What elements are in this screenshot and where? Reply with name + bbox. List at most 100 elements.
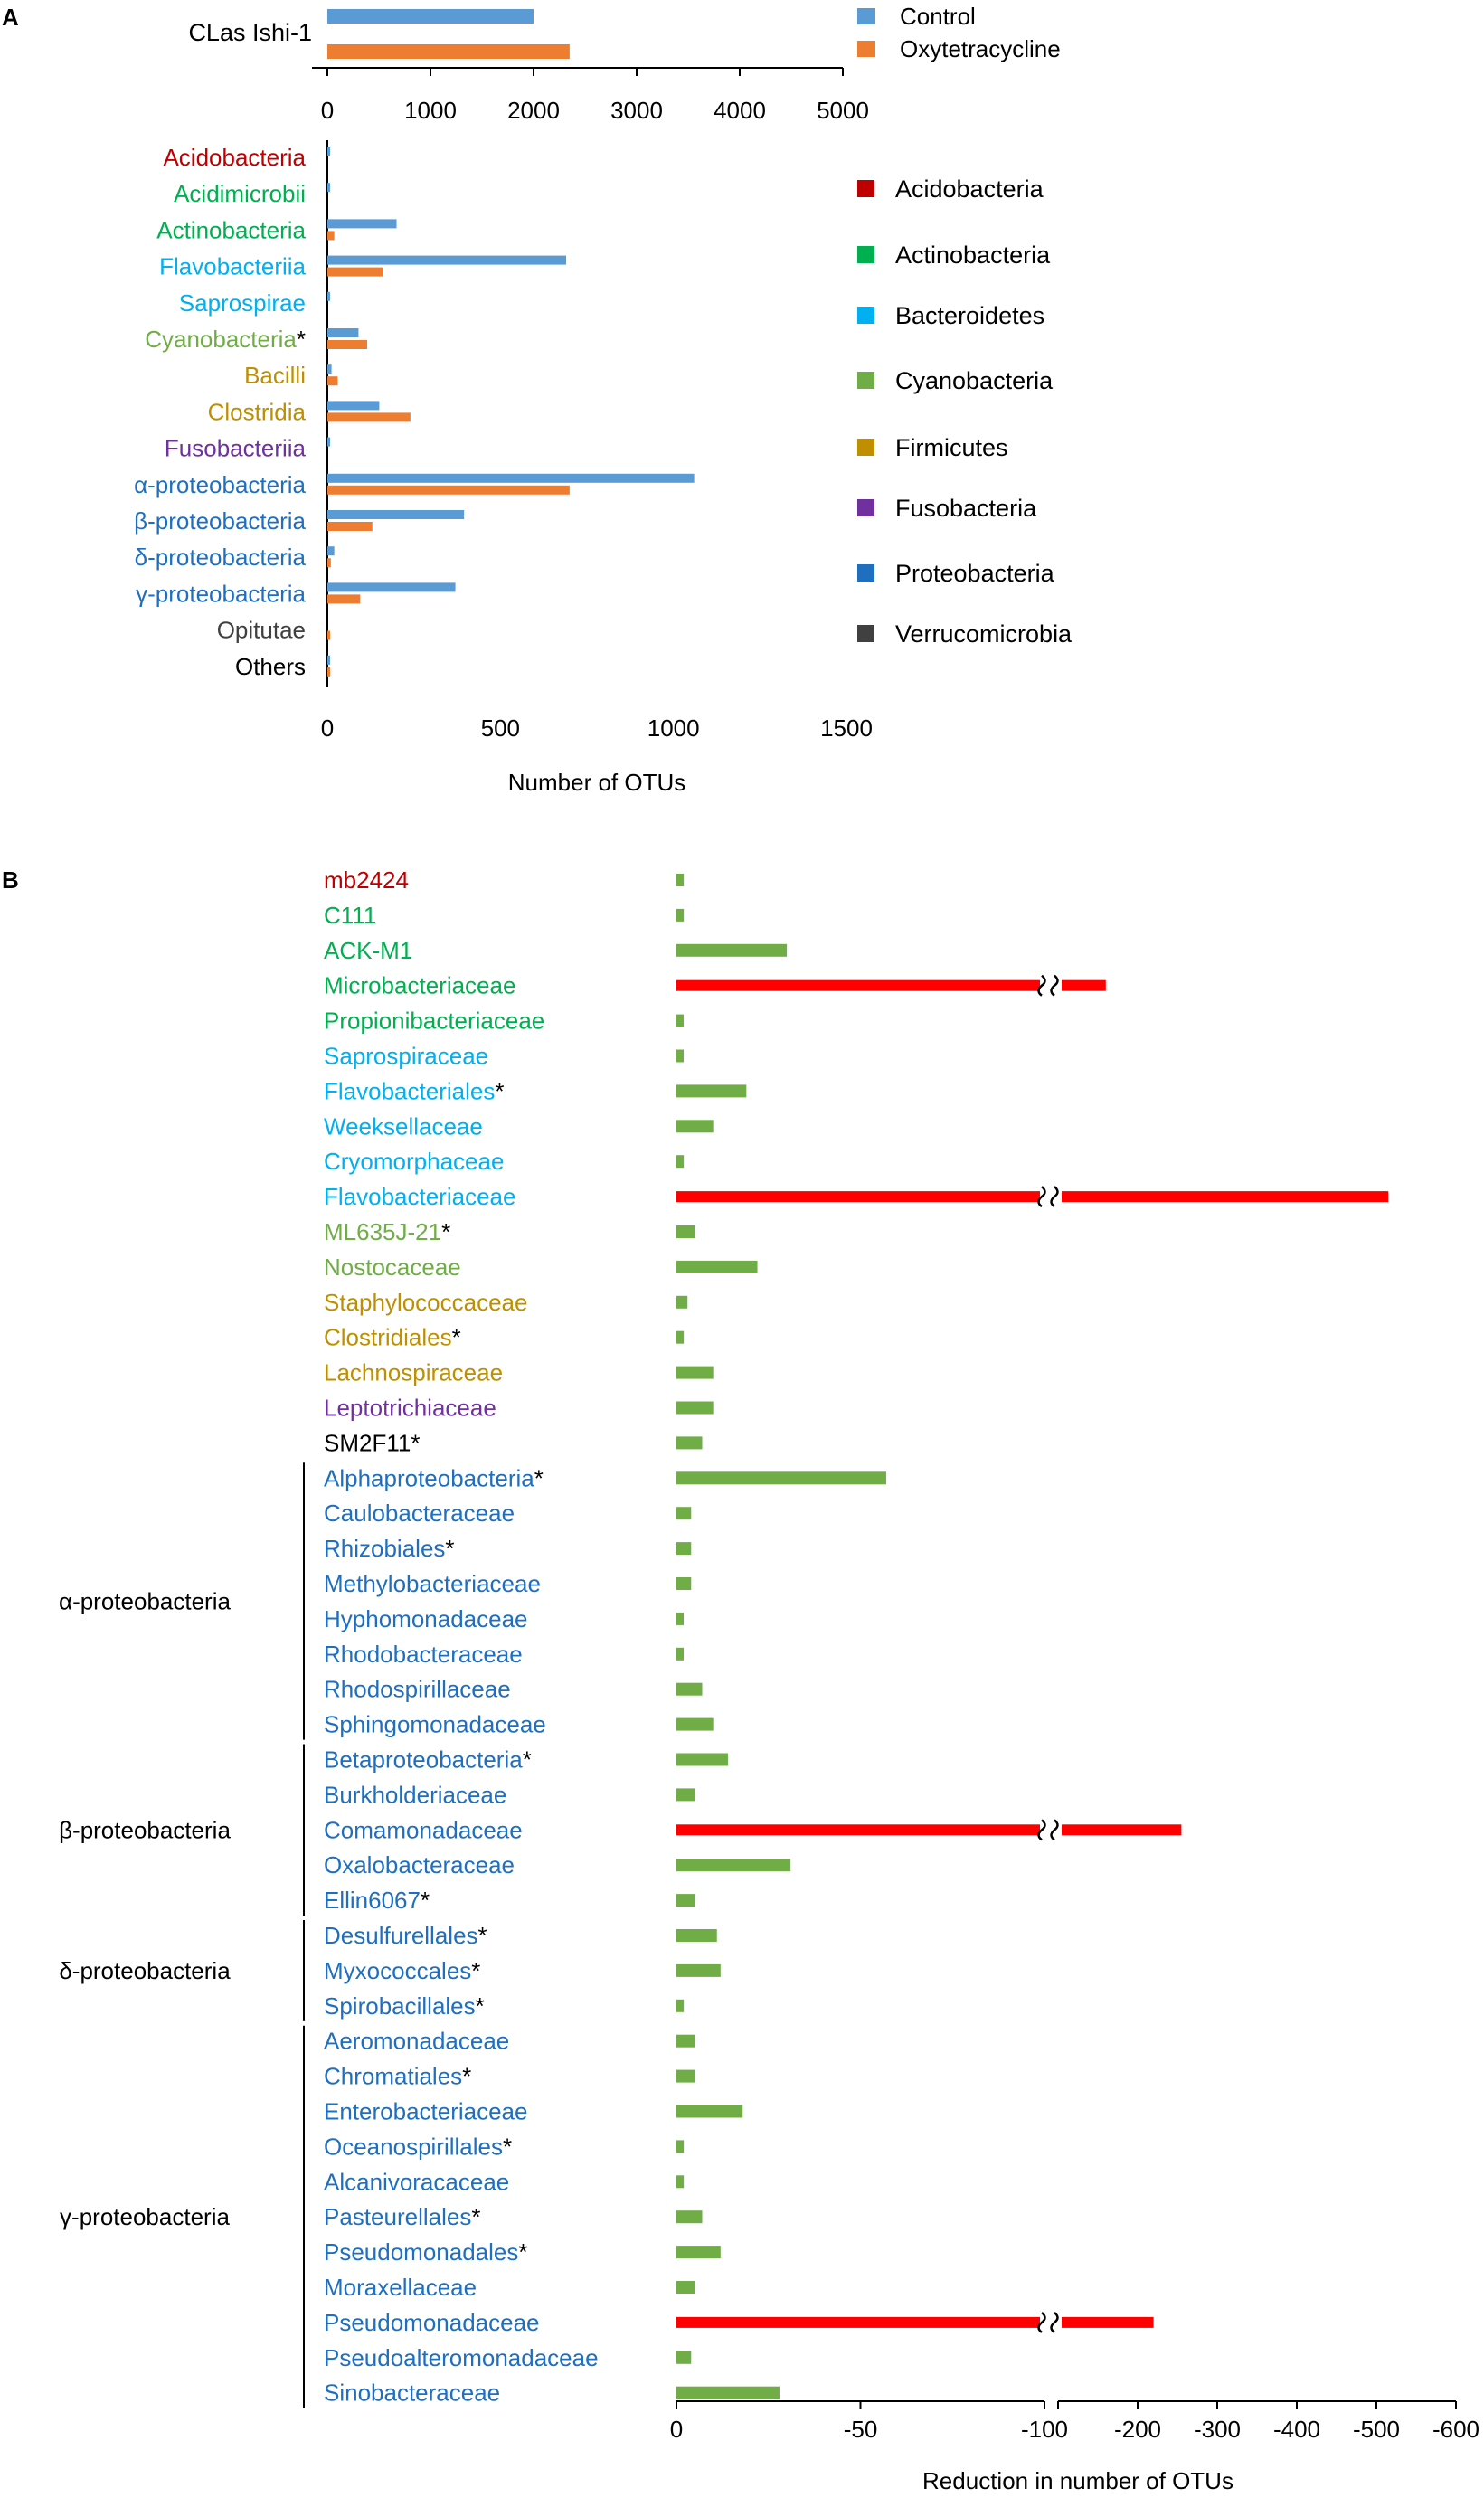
bar-increase — [676, 2140, 685, 2153]
category-label: Flavobacteriia — [159, 253, 306, 280]
bar-increase — [676, 1366, 714, 1379]
category-label: Hyphomonadaceae — [324, 1605, 528, 1632]
tick-label: -300 — [1194, 2416, 1241, 2443]
legend-label: Acidobacteria — [895, 175, 1044, 203]
bar-oxytetracycline — [327, 412, 411, 422]
category-label: Flavobacteriaceae — [324, 1183, 515, 1210]
bar-increase — [676, 1647, 684, 1661]
category-label: Clostridia — [208, 398, 307, 425]
category-label: Fusobacteriia — [165, 435, 307, 462]
category-label: α-proteobacteria — [134, 471, 306, 498]
bar-increase — [676, 1225, 695, 1238]
bar-increase — [676, 1999, 685, 2012]
tick-label: -200 — [1114, 2416, 1161, 2443]
category-label: Spirobacillales* — [324, 1992, 485, 2020]
category-label: Burkholderiaceae — [324, 1781, 506, 1808]
bar-increase — [676, 874, 685, 886]
category-label: Propionibacteriaceae — [324, 1008, 544, 1035]
bar-increase — [676, 1084, 747, 1098]
category-label: Methylobacteriaceae — [324, 1570, 541, 1597]
bar-oxytetracycline — [327, 231, 335, 241]
category-label: Alphaproteobacteria* — [324, 1464, 544, 1491]
category-label: Lachnospiraceae — [324, 1359, 503, 1386]
category-label: Nostocaceae — [324, 1254, 461, 1281]
axis-break-mark — [1037, 1819, 1046, 1841]
category-label: Pasteurellales* — [324, 2203, 480, 2230]
category-label: Comamonadaceae — [324, 1816, 523, 1843]
bar-increase — [676, 2034, 695, 2048]
group-label: γ-proteobacteria — [60, 2203, 230, 2230]
bar-oxytetracycline — [327, 667, 330, 677]
category-label: Myxococcales* — [324, 1957, 480, 1984]
bar-increase — [676, 1401, 714, 1415]
bar-increase — [676, 1788, 695, 1802]
bar-increase — [676, 2281, 695, 2294]
category-label: Betaproteobacteria* — [324, 1746, 532, 1774]
bar-increase — [676, 1577, 692, 1590]
category-label: Flavobacteriales* — [324, 1077, 504, 1104]
legend-swatch — [857, 307, 874, 324]
bar-control — [327, 473, 695, 483]
bar-increase — [676, 1330, 685, 1344]
category-label: Aeromonadaceae — [324, 2028, 509, 2055]
category-label: Cyanobacteria* — [145, 326, 306, 353]
axis-break-mark — [1050, 974, 1059, 997]
group-label: δ-proteobacteria — [59, 1957, 231, 1984]
group-label: β-proteobacteria — [59, 1816, 231, 1843]
category-label: Others — [235, 653, 306, 680]
tick-label: -400 — [1273, 2416, 1320, 2443]
bar-increase — [676, 1436, 703, 1450]
category-label: mb2424 — [324, 866, 409, 894]
category-label: β-proteobacteria — [134, 507, 306, 535]
axis-break-mark — [1050, 1186, 1059, 1208]
bar-increase — [676, 2386, 780, 2399]
category-label: Clostridiales* — [324, 1324, 461, 1351]
category-label: Alcanivoracaceae — [324, 2168, 509, 2195]
category-label: Weeksellaceae — [324, 1112, 483, 1140]
category-label: Oceanospirillales* — [324, 2133, 512, 2160]
bar-increase — [676, 1471, 886, 1485]
tick-label: 1500 — [820, 714, 873, 742]
bar-control — [327, 655, 330, 665]
legend-label: Verrucomicrobia — [895, 620, 1073, 648]
bar-decrease — [676, 979, 1106, 991]
bar-control — [327, 364, 332, 374]
tick-label: 2000 — [507, 97, 560, 124]
tick-label: 3000 — [610, 97, 663, 124]
bar-increase — [676, 1682, 703, 1696]
bar-control — [327, 147, 331, 156]
bar-increase — [676, 1717, 714, 1731]
group-label: α-proteobacteria — [59, 1587, 231, 1614]
axis-break-mark — [1037, 974, 1046, 997]
category-label: Rhodobacteraceae — [324, 1641, 523, 1668]
tick-label: 0 — [321, 714, 334, 742]
legend-label: Cyanobacteria — [895, 367, 1054, 394]
category-label: Ellin6067* — [324, 1887, 430, 1914]
bar-increase — [676, 1260, 758, 1273]
legend-swatch — [857, 499, 874, 516]
bar-oxytetracycline — [327, 630, 330, 640]
category-label: δ-proteobacteria — [135, 544, 307, 571]
bar-increase — [676, 1542, 692, 1556]
category-label: Sinobacteraceae — [324, 2380, 500, 2407]
legend-label: Firmicutes — [895, 434, 1008, 461]
bar-decrease — [676, 1191, 1389, 1203]
category-label: Rhodospirillaceae — [324, 1676, 511, 1703]
legend-label: Bacteroidetes — [895, 302, 1044, 329]
legend-label: Proteobacteria — [895, 560, 1055, 587]
bar-oxytetracycline — [327, 594, 361, 604]
bar-control — [327, 546, 335, 556]
bar-increase — [676, 2069, 695, 2083]
category-label: Enterobacteriaceae — [324, 2098, 527, 2125]
tick-label: 1000 — [647, 714, 700, 742]
legend-swatch — [857, 564, 874, 582]
legend-swatch — [857, 8, 875, 24]
category-label: Caulobacteraceae — [324, 1500, 515, 1527]
bar-increase — [676, 1894, 695, 1907]
bar-control — [327, 9, 534, 24]
bar-increase — [676, 1014, 684, 1027]
bar-increase — [676, 1120, 714, 1133]
